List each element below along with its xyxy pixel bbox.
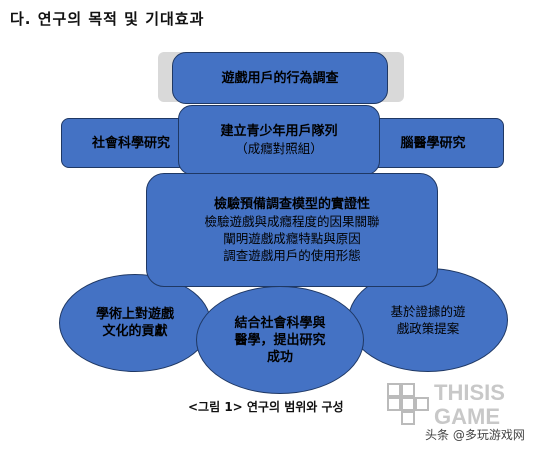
watermark-logo-line1: THISIS (434, 380, 505, 405)
node-label: 遊戲用戶的行為調查 (221, 70, 339, 86)
watermark-source: 头条 @多玩游戏网 (425, 428, 525, 442)
node-label-line2: 醫學，提出研究 (234, 332, 326, 348)
node-label-line4: 調查遊戲用戶的使用形態 (223, 248, 361, 263)
node-brain-medicine: 腦醫學研究 (362, 118, 504, 168)
node-label-line1: 基於證據的遊 (390, 304, 466, 319)
node-label-line1: 結合社會科學與 (234, 315, 326, 331)
node-label-line3: 成功 (266, 349, 293, 365)
node-research-success: 結合社會科學與 醫學，提出研究 成功 (196, 286, 364, 394)
node-label-line2: （成癮對照組） (235, 141, 323, 156)
node-label: 腦醫學研究 (400, 135, 466, 151)
node-social-science: 社會科學研究 (61, 118, 201, 168)
node-label-line1: 建立青少年用戶隊列 (220, 124, 338, 139)
watermark-grid-icon (387, 383, 429, 425)
node-user-behavior-survey: 遊戲用戶的行為調查 (172, 52, 388, 104)
figure-caption: <그림 1> 연구의 범위와 구성 (188, 400, 344, 414)
watermark-logo-line2: GAME (434, 404, 500, 429)
node-label-line2: 檢驗遊戲與成癮程度的因果關聯 (204, 214, 380, 229)
node-label-line2: 文化的貢獻 (102, 324, 168, 339)
node-label-line1: 檢驗預備調查模型的實證性 (213, 197, 370, 212)
node-academic-contribution: 學術上對遊戲 文化的貢獻 (59, 274, 211, 372)
node-label: 社會科學研究 (91, 135, 170, 151)
node-label-line3: 闡明遊戲成癮特點與原因 (223, 231, 361, 246)
node-label-line2: 戲政策提案 (396, 321, 460, 336)
watermark-logo: THISIS GAME (387, 380, 505, 429)
node-youth-cohort: 建立青少年用戶隊列 （成癮對照組） (178, 105, 380, 175)
node-model-verification: 檢驗預備調查模型的實證性 檢驗遊戲與成癮程度的因果關聯 闡明遊戲成癮特點與原因 … (146, 173, 438, 287)
section-heading: 다. 연구의 목적 및 기대효과 (10, 10, 205, 28)
node-label-line1: 學術上對遊戲 (95, 307, 174, 322)
